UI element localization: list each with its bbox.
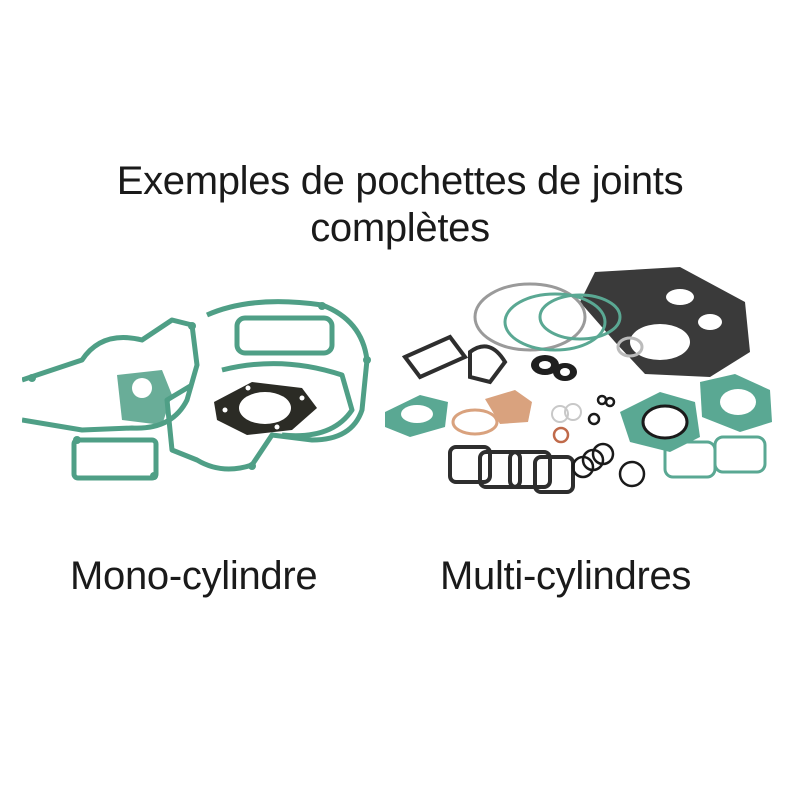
label-mono-cylindre: Mono-cylindre [70, 554, 318, 598]
title-line-1: Exemples de pochettes de joints [116, 159, 684, 203]
gasket-kit-multi-cylinder-icon [385, 267, 772, 494]
page-title: Exemples de pochettes de joints complète… [0, 158, 800, 252]
label-multi-cylindres: Multi-cylindres [440, 554, 692, 598]
gasket-kit-single-cylinder-icon [22, 299, 371, 481]
title-line-2: complètes [310, 206, 490, 250]
